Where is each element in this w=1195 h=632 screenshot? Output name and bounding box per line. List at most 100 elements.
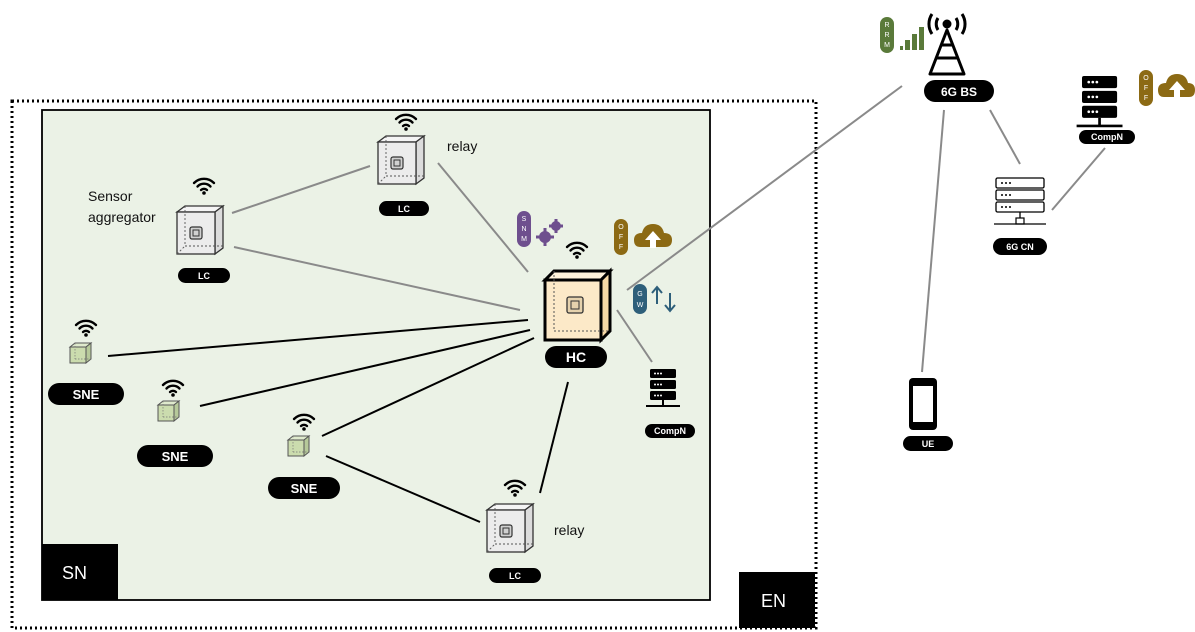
ue-tag: [903, 436, 953, 451]
lc-left-tag: [178, 268, 230, 283]
off-function-remote: O F F: [1139, 70, 1195, 106]
lc-cube-icon: [377, 135, 425, 185]
svg-text:R: R: [884, 22, 889, 29]
cn-tag-text: 6G CN: [1006, 242, 1034, 252]
cell-tower-icon: [927, 13, 967, 76]
compn-local-tag: [645, 424, 695, 438]
svg-text:O: O: [618, 224, 624, 231]
svg-text:F: F: [619, 244, 623, 251]
lc-left-note-1: Sensor: [88, 188, 133, 204]
lc-left-tag-text: LC: [198, 271, 210, 281]
bs-tag: [924, 80, 994, 102]
off-function-hc: O F F: [614, 219, 672, 255]
lc-top-tag-text: LC: [398, 204, 410, 214]
lc-cube-icon: [486, 503, 534, 553]
sn-label: SN: [62, 563, 87, 583]
rrm-function: R R M: [880, 17, 924, 53]
lc-bottom-note: relay: [554, 522, 584, 538]
link-hc-compn: [616, 309, 653, 363]
link-cn-compn: [1051, 147, 1106, 211]
links-black: [107, 319, 569, 523]
sne-cube-icon: [69, 342, 92, 364]
en-label: EN: [761, 591, 786, 611]
lc-cube-icon: [176, 205, 224, 255]
en-label-box: [739, 572, 815, 628]
snm-pill-letter-1: S: [522, 216, 527, 223]
compn-local-tag-text: CompN: [654, 426, 686, 436]
cloud-upload-icon: [1158, 74, 1195, 98]
sn-label-box: [42, 544, 118, 600]
server-rack-icon: [994, 177, 1046, 225]
sne-2-tag-text: SNE: [162, 449, 189, 464]
sne-1-node: SNE: [48, 319, 124, 405]
link-sne3-hc: [321, 337, 535, 437]
snm-pill-letter-3: M: [521, 236, 527, 243]
link-hc-bs: [626, 85, 903, 291]
sne-cube-icon: [157, 400, 180, 422]
sne-1-tag: [48, 383, 124, 405]
link-lc-left-lc-top: [231, 165, 371, 214]
sn-region: [41, 109, 711, 601]
en-region-border: [10, 99, 818, 630]
svg-text:W: W: [637, 302, 644, 309]
cn-node: 6G CN: [993, 177, 1047, 255]
svg-text:F: F: [1144, 95, 1148, 102]
sne-2-node: SNE: [137, 379, 213, 467]
cloud-upload-icon: [634, 224, 672, 248]
ue-tag-text: UE: [922, 439, 935, 449]
signal-bars-icon: [900, 27, 924, 50]
sne-3-tag-text: SNE: [291, 481, 318, 496]
link-sne1-hc: [107, 319, 529, 357]
lc-top-node: LC relay: [377, 113, 477, 216]
gw-function: G W: [633, 284, 676, 314]
snm-function: S N M: [517, 211, 563, 247]
lc-bottom-node: LC relay: [486, 479, 584, 583]
lc-left-node: LC Sensor aggregator: [88, 177, 230, 283]
lc-left-note-2: aggregator: [88, 209, 156, 225]
lc-bottom-tag-text: LC: [509, 571, 521, 581]
sne-cube-icon: [287, 435, 310, 457]
smartphone-icon: [909, 378, 937, 430]
link-bs-cn: [989, 109, 1021, 165]
snm-pill-letter-2: N: [521, 226, 526, 233]
bs-tag-text: 6G BS: [941, 85, 977, 99]
snm-pill: [517, 211, 531, 247]
compn-local-node: CompN: [645, 368, 695, 438]
svg-text:R: R: [884, 32, 889, 39]
off-pill: [1139, 70, 1153, 106]
link-sne3-lc-bottom: [325, 455, 481, 523]
lc-top-tag: [379, 201, 429, 216]
sne-1-tag-text: SNE: [73, 387, 100, 402]
compn-remote-tag-text: CompN: [1091, 132, 1123, 142]
svg-text:M: M: [884, 42, 890, 49]
svg-text:F: F: [619, 234, 623, 241]
compn-remote-node: CompN: [1075, 74, 1135, 144]
compn-remote-tag: [1079, 130, 1135, 144]
lc-bottom-tag: [489, 568, 541, 583]
off-pill: [614, 219, 628, 255]
link-bs-ue: [921, 109, 945, 373]
server-rack-icon: [1075, 74, 1124, 128]
hc-node: HC: [541, 241, 614, 368]
sne-3-node: SNE: [268, 413, 340, 499]
gw-pill: [633, 284, 647, 314]
svg-text:F: F: [1144, 85, 1148, 92]
svg-text:G: G: [637, 291, 642, 298]
link-sne2-hc: [199, 329, 531, 407]
ue-node: UE: [903, 378, 953, 451]
up-down-arrows-icon: [651, 285, 676, 313]
cn-tag: [993, 238, 1047, 255]
gears-icon: [536, 219, 563, 246]
link-lc-top-hc: [437, 162, 529, 273]
lc-top-note: relay: [447, 138, 477, 154]
link-hc-lc-bottom: [539, 381, 569, 494]
bs-node: 6G BS: [924, 13, 994, 102]
links-grey: [231, 85, 1106, 373]
sne-3-tag: [268, 477, 340, 499]
hc-tag: [545, 346, 607, 368]
hc-tag-text: HC: [566, 349, 586, 365]
svg-text:O: O: [1143, 75, 1149, 82]
sne-2-tag: [137, 445, 213, 467]
rrm-pill: [880, 17, 894, 53]
